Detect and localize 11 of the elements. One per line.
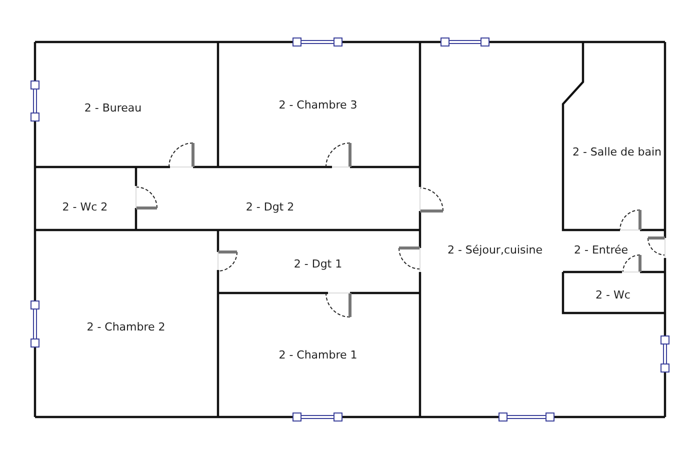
room-label: 2 - Wc 2 [62, 200, 108, 214]
room-label: 2 - Wc [596, 288, 630, 302]
room-label: 2 - Dgt 1 [294, 258, 342, 270]
room-label: 2 - Bureau [84, 102, 142, 114]
room-label: 2 - Entrée [574, 244, 628, 256]
room-label: 2 - Chambre 1 [278, 348, 358, 362]
room-label: 2 - Chambre 3 [278, 98, 358, 112]
room-label: 2 - Dgt 2 [246, 200, 294, 214]
room-label: 2 - Séjour,cuisine [447, 244, 543, 256]
room-label: 2 - Salle de bain [572, 146, 662, 158]
room-label: 2 - Chambre 2 [86, 320, 166, 334]
